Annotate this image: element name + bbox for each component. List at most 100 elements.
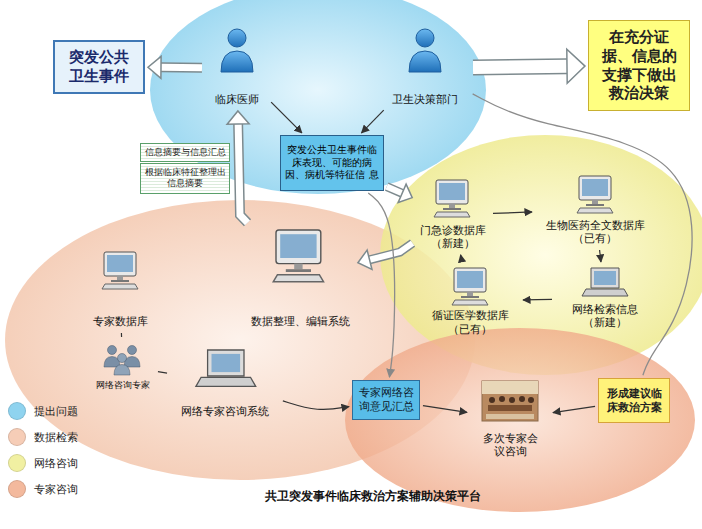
photo-person bbox=[528, 397, 534, 403]
screen bbox=[212, 354, 241, 372]
legend-row: 专家咨询 bbox=[8, 476, 108, 502]
legend-row: 网络咨询 bbox=[8, 450, 108, 476]
stand bbox=[449, 204, 455, 208]
legend-swatch bbox=[8, 428, 26, 446]
computer-icon bbox=[102, 252, 138, 289]
photo-person bbox=[519, 396, 525, 402]
database-node: 门急诊数据库 （新建） bbox=[415, 178, 490, 252]
node-label: 在充分证 据、信息的 支撑下做出 救治决策 bbox=[595, 28, 683, 103]
monitor bbox=[104, 252, 136, 276]
hollow-arrowhead bbox=[148, 56, 161, 78]
computer-icon bbox=[577, 176, 613, 213]
person-head bbox=[228, 29, 246, 47]
node-label: 形成建议临 床救治方案 bbox=[603, 387, 665, 415]
hollow-arrow-outline bbox=[387, 187, 402, 194]
photo-person bbox=[489, 397, 495, 403]
database-node: 网络检索信息 （新建） bbox=[555, 265, 655, 331]
legend-swatch bbox=[8, 402, 26, 420]
monitor bbox=[436, 180, 468, 204]
legend: 提出问题数据检索网络咨询专家咨询 bbox=[8, 398, 108, 502]
connector bbox=[358, 243, 413, 269]
computer-node: 专家数据库 bbox=[85, 248, 155, 330]
base bbox=[461, 296, 479, 298]
hollow-arrow-fill bbox=[370, 243, 413, 260]
legend-swatch bbox=[8, 454, 26, 472]
node-label: 多次专家会 议咨询 bbox=[471, 432, 549, 460]
keyboard bbox=[577, 208, 613, 213]
node-label: 专家网络咨 询意见汇总 bbox=[357, 386, 415, 414]
arrow-line bbox=[283, 401, 349, 410]
laptop-icon bbox=[196, 350, 256, 386]
people-node: 网络咨询专家 bbox=[90, 340, 155, 392]
legend-row: 数据检索 bbox=[8, 424, 108, 450]
striped-label-box: 信息摘要与信息汇总 bbox=[140, 143, 230, 162]
plan-box: 形成建议临 床救治方案 bbox=[598, 378, 670, 423]
event-box: 突发公共 卫生事件 bbox=[53, 40, 145, 94]
database-node: 生物医药全文数据库 （已有） bbox=[535, 172, 655, 247]
meeting-photo bbox=[482, 381, 538, 421]
hollow-arrow-outline bbox=[238, 124, 247, 223]
node-label: 网络专家咨询系统 bbox=[171, 405, 279, 419]
person-body bbox=[114, 365, 130, 376]
laptop-screen bbox=[208, 350, 244, 376]
arrow-line bbox=[493, 212, 532, 214]
legend-swatch bbox=[8, 480, 26, 498]
arrow-line bbox=[121, 333, 122, 337]
arrow-line bbox=[553, 406, 595, 412]
laptop-icon bbox=[582, 268, 628, 296]
person-head bbox=[108, 346, 117, 355]
person-head bbox=[128, 346, 137, 355]
striped-label-box: 根据临床特征整理出 信息摘要 bbox=[140, 163, 230, 194]
node-label: 生物医药全文数据库 （已有） bbox=[536, 219, 654, 247]
hollow-arrowhead bbox=[567, 49, 585, 83]
region-ellipse bbox=[345, 328, 695, 512]
person-head bbox=[416, 29, 434, 47]
connector bbox=[362, 110, 384, 133]
legend-label: 网络咨询 bbox=[34, 456, 78, 471]
node-label: 数据整理、编辑系统 bbox=[246, 315, 354, 329]
stand bbox=[467, 292, 473, 296]
person-head bbox=[118, 354, 127, 363]
person-icon bbox=[409, 29, 441, 72]
photo-frame bbox=[482, 381, 538, 421]
person-node: 临床医师 bbox=[205, 28, 269, 108]
base bbox=[586, 204, 604, 206]
connector bbox=[227, 111, 249, 223]
info-box: 突发公共卫生事件临 床表现、可能的病 因、病机等特征信 息 bbox=[280, 135, 384, 191]
hollow-arrow-fill bbox=[161, 64, 202, 71]
hollow-arrow-fill bbox=[238, 124, 247, 223]
node-label: 门急诊数据库 （新建） bbox=[416, 224, 489, 252]
hollow-arrowhead bbox=[358, 250, 372, 269]
photo-wall bbox=[482, 381, 538, 394]
person-icon bbox=[114, 354, 130, 376]
person-body bbox=[409, 51, 441, 72]
connector bbox=[158, 372, 167, 373]
laptop-screen bbox=[591, 268, 619, 288]
base bbox=[111, 280, 129, 282]
node-label: 根据临床特征整理出 信息摘要 bbox=[143, 167, 227, 190]
photo-table bbox=[488, 405, 532, 411]
node-label: 临床医师 bbox=[206, 93, 268, 107]
person-icon bbox=[221, 29, 253, 72]
hollow-arrow-outline bbox=[473, 66, 567, 67]
node-label: 突发公共 卫生事件 bbox=[60, 48, 138, 86]
summary-box: 专家网络咨 询意见汇总 bbox=[352, 380, 420, 420]
keyboard bbox=[452, 300, 488, 305]
person-node: 卫生决策部门 bbox=[380, 28, 470, 108]
connector bbox=[473, 49, 585, 83]
photo-node: 多次专家会 议咨询 bbox=[470, 378, 550, 460]
arrow-line bbox=[158, 372, 167, 373]
connector bbox=[553, 406, 595, 412]
curved-connector bbox=[368, 193, 394, 377]
hollow-arrow-fill bbox=[473, 66, 567, 67]
screen bbox=[107, 255, 133, 272]
node-label: 网络检索信息 （新建） bbox=[556, 303, 654, 331]
database-node: 循证医学数据库 （已有） bbox=[420, 265, 520, 338]
connector bbox=[148, 56, 202, 78]
person-body bbox=[221, 51, 253, 72]
node-label: 信息摘要与信息汇总 bbox=[143, 147, 227, 158]
base bbox=[443, 208, 461, 210]
stand bbox=[117, 276, 123, 280]
photo-person bbox=[499, 396, 505, 402]
